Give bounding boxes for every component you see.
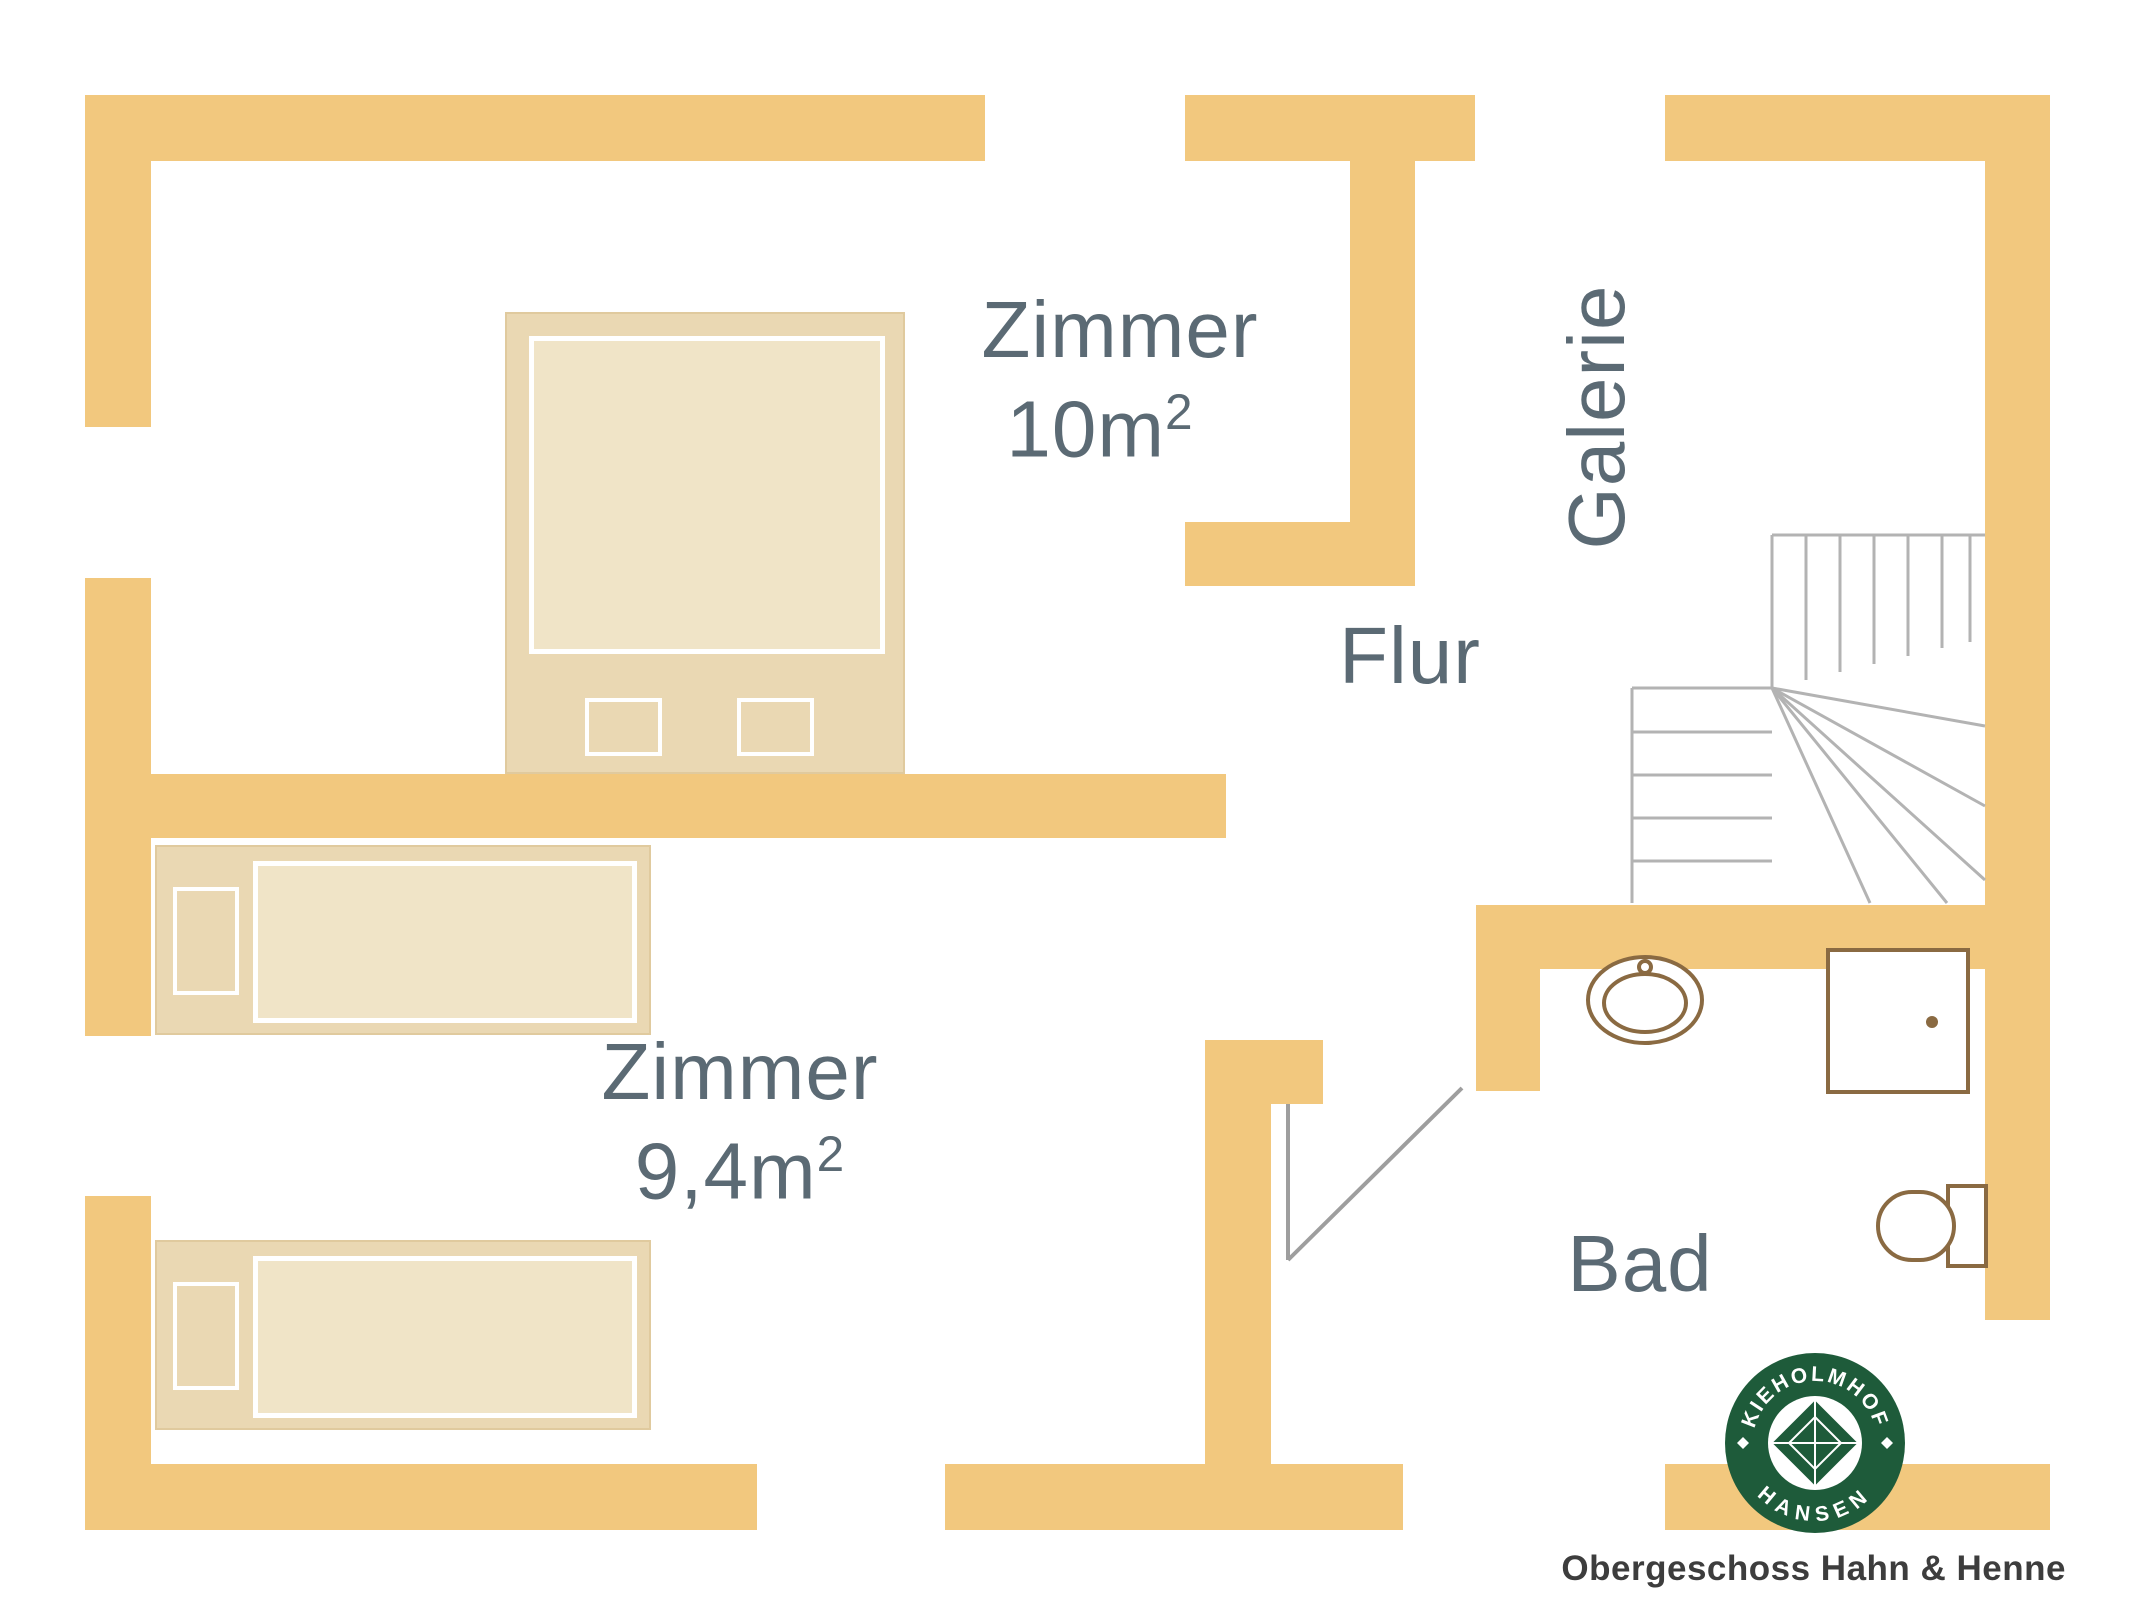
sink	[1586, 955, 1704, 1045]
wall-bottom-center	[945, 1464, 1403, 1530]
wall-bottom-left	[85, 1464, 757, 1530]
room-label-zimmer-94-text: Zimmer	[601, 1027, 879, 1116]
wall-top-left	[85, 95, 985, 161]
logo-diamond-right-icon	[1881, 1437, 1893, 1449]
double-bed-mattress	[529, 336, 885, 654]
room-area-zimmer-94-value: 9,4m	[634, 1126, 817, 1216]
wall-flur-west	[1350, 95, 1415, 557]
room-area-zimmer-10-sup: 2	[1165, 384, 1194, 440]
wall-room2-east-nub	[1205, 1040, 1323, 1104]
room-label-bad: Bad	[1567, 1219, 1713, 1308]
wall-flur-west-foot	[1185, 522, 1415, 586]
single-bed-1-mattress	[253, 861, 637, 1023]
plan-caption: Obergeschoss Hahn & Henne	[1561, 1549, 2066, 1588]
double-bed-pillow-right	[737, 698, 814, 756]
room-label-zimmer-94: Zimmer	[540, 1032, 940, 1112]
single-bed-2-pillow	[173, 1282, 239, 1390]
room-label-flur: Flur	[1339, 611, 1481, 700]
room-label-galerie: Galerie	[1552, 284, 1641, 550]
double-bed	[505, 312, 905, 774]
single-bed-1	[155, 845, 651, 1035]
room-area-zimmer-94: 9,4m2	[540, 1129, 940, 1212]
staircase	[1630, 533, 1987, 904]
room-label-zimmer-10: Zimmer	[920, 290, 1320, 370]
room-area-zimmer-10: 10m2	[900, 387, 1300, 470]
logo-diamond-emblem-icon	[1769, 1397, 1861, 1489]
single-bed-2-mattress	[253, 1256, 637, 1418]
shower	[1826, 948, 1970, 1094]
kieholmhof-logo: KIEHOLMHOF HANSEN	[1725, 1353, 1905, 1533]
wall-bad-west-stub	[1476, 905, 1540, 1091]
room-label-zimmer-10-text: Zimmer	[981, 285, 1259, 374]
double-bed-pillow-left	[585, 698, 662, 756]
single-bed-2	[155, 1240, 651, 1430]
wall-room-divider	[148, 774, 1226, 838]
wall-east	[1985, 95, 2050, 1320]
wall-left-middle	[85, 578, 151, 1036]
room-area-zimmer-10-value: 10m	[1006, 384, 1166, 474]
toilet	[1876, 1184, 1988, 1268]
logo-diamond-left-icon	[1737, 1437, 1749, 1449]
wall-room2-east	[1205, 1040, 1271, 1530]
wall-left-upper	[85, 95, 151, 427]
room-area-zimmer-94-sup: 2	[816, 1126, 846, 1182]
bad-door-swing	[1286, 1086, 1464, 1262]
single-bed-1-pillow	[173, 887, 239, 995]
wall-top-center	[1185, 95, 1475, 161]
